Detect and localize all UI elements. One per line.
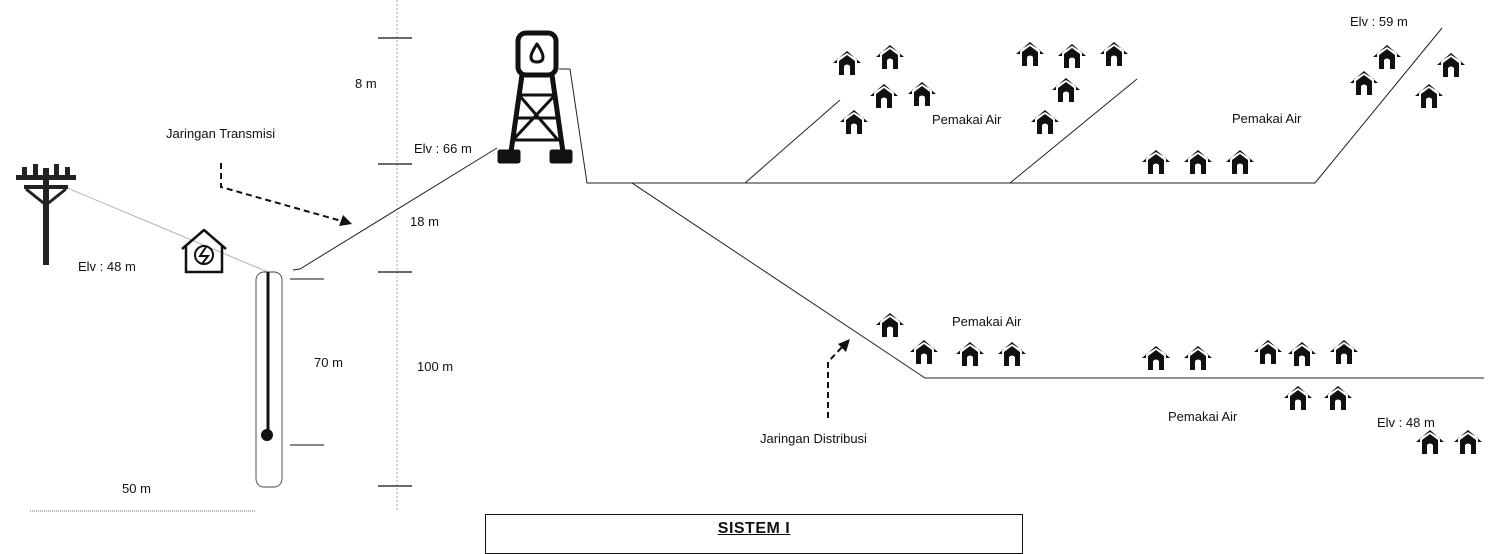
house-icon (1184, 150, 1212, 174)
dimension-ticks (378, 37, 412, 487)
house-icon (1031, 110, 1059, 134)
house-icon (1324, 386, 1352, 410)
label-pemakai-air: Pemakai Air (1232, 111, 1302, 126)
water-system-diagram: Jaringan Transmisi Jaringan Distribusi E… (16, 0, 1484, 512)
house-icon (1184, 346, 1212, 370)
house-icon (1373, 45, 1401, 69)
house-icon (1330, 340, 1358, 364)
label-tinggi-total: 100 m (417, 359, 453, 374)
house-icon (1100, 42, 1128, 66)
house-icon (1415, 84, 1443, 108)
label-kedalaman-sumur: 70 m (314, 355, 343, 370)
house-icon (1058, 44, 1086, 68)
house-icon (1052, 78, 1080, 102)
distribution-pipes (559, 27, 1484, 379)
label-jaringan-distribusi: Jaringan Distribusi (760, 431, 867, 446)
transmission-arrow (220, 163, 352, 226)
label-tinggi-tower: 8 m (355, 76, 377, 91)
label-elv-sumber: Elv : 48 m (78, 259, 136, 274)
house-icon (1454, 430, 1482, 454)
water-tower-icon (497, 30, 573, 164)
power-pole-icon (16, 164, 76, 265)
house-icon (956, 342, 984, 366)
diagram-title: SISTEM I (717, 520, 791, 537)
label-jaringan-transmisi: Jaringan Transmisi (166, 126, 275, 141)
house-icon (833, 51, 861, 75)
house-icon (840, 110, 868, 134)
label-pemakai-air: Pemakai Air (952, 314, 1022, 329)
house-icon (910, 340, 938, 364)
house-icon (998, 342, 1026, 366)
houses (833, 42, 1482, 454)
house-icon (876, 313, 904, 337)
electric-panel-icon (181, 228, 227, 274)
house-icon (1016, 42, 1044, 66)
house-icon (1142, 150, 1170, 174)
diagram-title-box: SISTEM I (485, 514, 1023, 554)
house-icon (1284, 386, 1312, 410)
house-icon (870, 84, 898, 108)
house-icon (1142, 346, 1170, 370)
label-beda-tinggi: 18 m (410, 214, 439, 229)
house-icon (876, 45, 904, 69)
house-icon (1350, 71, 1378, 95)
label-elv-kanan-bawah: Elv : 48 m (1377, 415, 1435, 430)
label-pemakai-air: Pemakai Air (1168, 409, 1238, 424)
distribution-arrow (827, 339, 850, 418)
transmission-pipe (292, 147, 498, 271)
house-icon (1226, 150, 1254, 174)
house-icon (908, 82, 936, 106)
house-icon (1437, 53, 1465, 77)
label-elv-kanan-atas: Elv : 59 m (1350, 14, 1408, 29)
house-icon (1254, 340, 1282, 364)
label-jarak-horizontal: 50 m (122, 481, 151, 496)
label-pemakai-air: Pemakai Air (932, 112, 1002, 127)
house-icon (1416, 430, 1444, 454)
label-elv-tower: Elv : 66 m (414, 141, 472, 156)
power-line (59, 184, 269, 273)
well-pipe-icon (255, 271, 324, 488)
house-icon (1288, 342, 1316, 366)
